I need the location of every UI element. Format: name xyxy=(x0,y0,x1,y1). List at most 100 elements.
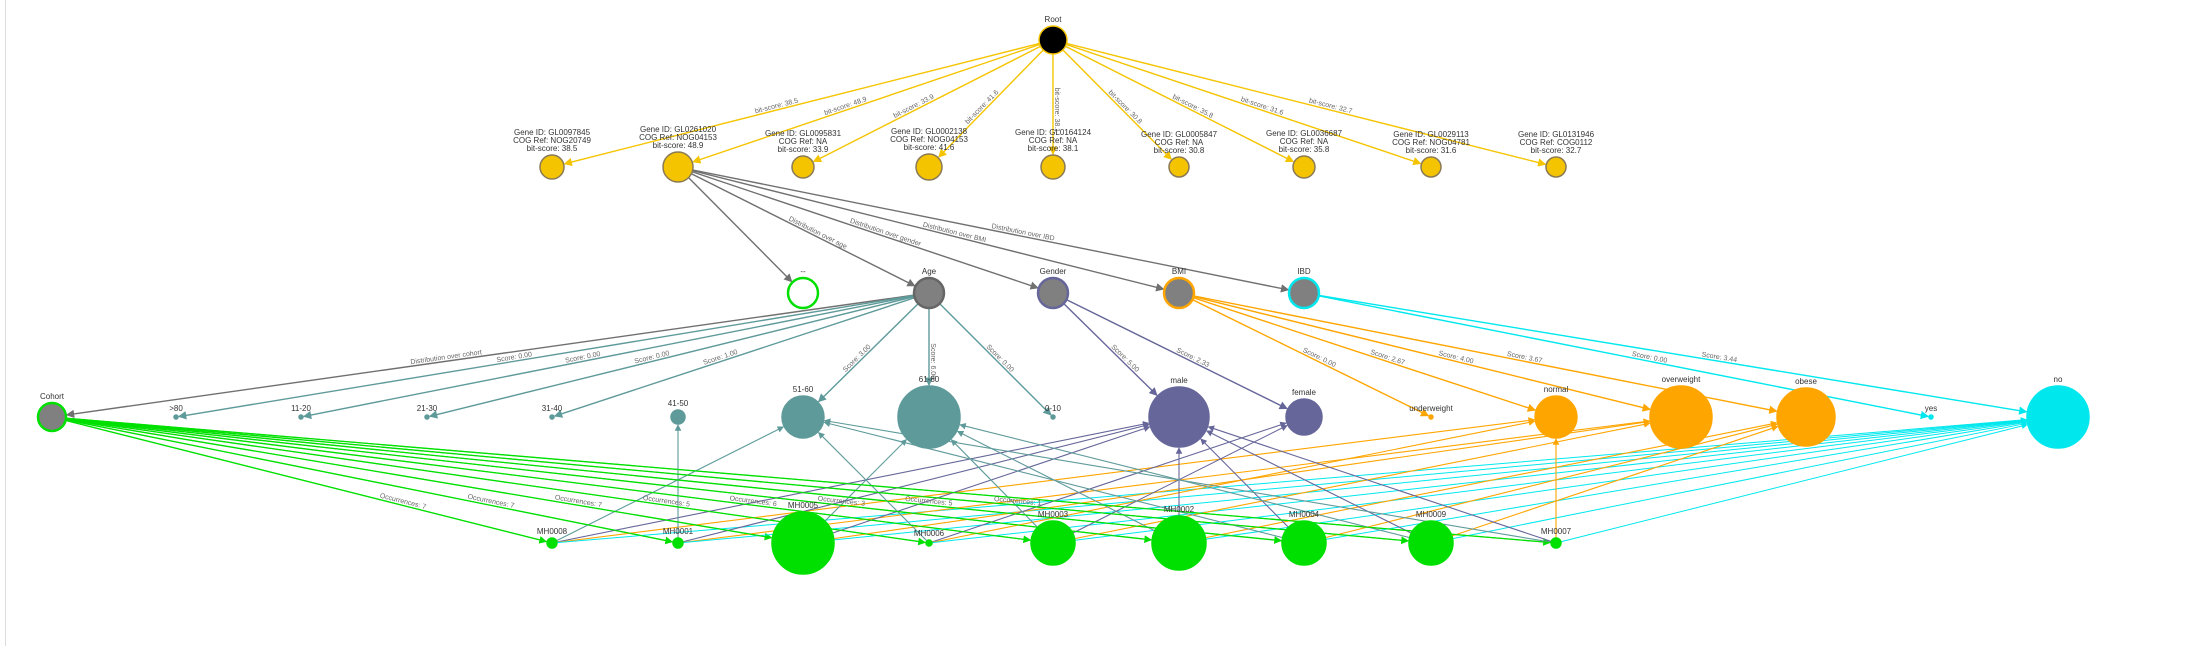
node-label-mh9: MH0009 xyxy=(1416,510,1447,519)
node-label-over: overweight xyxy=(1662,375,1701,384)
node-mh2[interactable] xyxy=(1151,515,1207,571)
node-g9[interactable] xyxy=(1545,156,1567,178)
edge-label: bit-score: 30.8 xyxy=(1107,89,1143,125)
node-under[interactable] xyxy=(1428,414,1434,420)
node-a80[interactable] xyxy=(173,414,179,420)
sample-bmi-link xyxy=(677,418,1651,544)
node-a41[interactable] xyxy=(670,409,686,425)
node-male[interactable] xyxy=(1148,386,1210,448)
node-label-obese: obese xyxy=(1795,377,1817,386)
node-label-a11: 11-20 xyxy=(291,404,311,413)
node-g5[interactable] xyxy=(1040,154,1066,180)
node-label-gender: Gender xyxy=(1040,267,1067,276)
node-gender[interactable] xyxy=(1036,276,1070,310)
node-normal[interactable] xyxy=(1534,395,1578,439)
node-a51[interactable] xyxy=(781,395,825,439)
node-female[interactable] xyxy=(1285,398,1323,436)
node-g2[interactable] xyxy=(662,151,694,183)
node-g7[interactable] xyxy=(1292,155,1316,179)
sample-bmi-link xyxy=(928,419,1536,544)
node-label-under: underweight xyxy=(1409,404,1453,413)
node-label-yes: yes xyxy=(1925,404,1937,413)
node-g6[interactable] xyxy=(1168,156,1190,178)
edge-age-a21 xyxy=(428,292,930,419)
sample-gender-link xyxy=(928,421,1287,544)
edge-label: Score: 0.00 xyxy=(985,344,1015,374)
sample-ibd-link xyxy=(1430,421,2028,544)
node-g1[interactable] xyxy=(539,154,565,180)
node-bmi[interactable] xyxy=(1162,276,1196,310)
node-label-root: Root xyxy=(1045,15,1063,24)
edge-age-a80 xyxy=(177,292,930,420)
node-label-no: no xyxy=(2054,375,2063,384)
sample-ibd-link xyxy=(1052,418,2027,544)
node-mh1[interactable] xyxy=(672,537,684,549)
node-over[interactable] xyxy=(1649,385,1713,449)
edge-root-g7 xyxy=(1052,39,1295,163)
edge-bmi-over xyxy=(1178,292,1651,412)
node-a21[interactable] xyxy=(424,414,430,420)
node-g3[interactable] xyxy=(791,155,815,179)
edge-root-g2 xyxy=(692,39,1054,164)
node-yes[interactable] xyxy=(1928,414,1934,420)
sample-gender-link xyxy=(551,421,1150,544)
sample-gender-link xyxy=(1207,425,1557,544)
node-label-a61: 61-80 xyxy=(919,375,940,384)
node-root[interactable] xyxy=(1038,25,1068,55)
node-label-a80: >80 xyxy=(169,404,183,413)
node-mh9[interactable] xyxy=(1408,520,1454,566)
sample-gender-link xyxy=(1205,430,1432,544)
node-label-blank: -- xyxy=(800,267,806,276)
node-label-a41: 41-50 xyxy=(668,399,689,408)
edge-g2-bmi xyxy=(677,166,1165,292)
node-mh8[interactable] xyxy=(546,537,558,549)
node-mh6[interactable] xyxy=(925,539,933,547)
node-g8[interactable] xyxy=(1420,156,1442,178)
node-label-mh2: MH0002 xyxy=(1164,505,1195,514)
sample-bmi-link xyxy=(1303,422,1778,544)
node-blank[interactable] xyxy=(786,276,820,310)
edge-root-g6 xyxy=(1052,39,1172,160)
node-label-a31: 31-40 xyxy=(542,404,563,413)
node-mh5[interactable] xyxy=(771,511,835,575)
node-label-female: female xyxy=(1292,388,1317,397)
edge-age-a31 xyxy=(553,292,930,418)
sample-gender-link xyxy=(802,425,1151,544)
edge-bmi-under xyxy=(1178,292,1430,417)
sample-ibd-link xyxy=(928,418,2027,544)
node-ibd[interactable] xyxy=(1287,276,1321,310)
edge-label: Score: 0.00 xyxy=(1631,351,1668,365)
sample-bmi-link xyxy=(1430,425,1779,544)
edge-label: Occurrences: 5 xyxy=(905,496,953,508)
sample-age-link xyxy=(959,422,1432,544)
node-label-mh3: MH0003 xyxy=(1038,510,1069,519)
node-mh4[interactable] xyxy=(1281,520,1327,566)
node-obese[interactable] xyxy=(1776,387,1836,447)
node-a0[interactable] xyxy=(1050,414,1056,420)
node-label-mh8: MH0008 xyxy=(537,527,568,536)
node-g4[interactable] xyxy=(915,153,943,181)
sample-age-link xyxy=(823,420,1305,544)
edge-label: Occurrences: 1 xyxy=(994,496,1042,507)
node-cohort[interactable] xyxy=(36,401,68,433)
edge-label: Score: 3.00 xyxy=(842,344,873,374)
sample-age-link xyxy=(817,431,930,544)
edge-age-cohort xyxy=(65,292,930,419)
edge-label: Occurrences: 7 xyxy=(554,494,602,509)
node-mh7[interactable] xyxy=(1550,537,1562,549)
node-label-male: male xyxy=(1170,376,1188,385)
sample-cohort-link xyxy=(66,417,1432,544)
node-a61[interactable] xyxy=(897,385,961,449)
node-mh3[interactable] xyxy=(1030,520,1076,566)
edge-age-a0 xyxy=(928,292,1052,416)
node-age[interactable] xyxy=(912,276,946,310)
node-a31[interactable] xyxy=(549,414,555,420)
node-no[interactable] xyxy=(2026,385,2090,449)
node-a11[interactable] xyxy=(298,414,304,420)
